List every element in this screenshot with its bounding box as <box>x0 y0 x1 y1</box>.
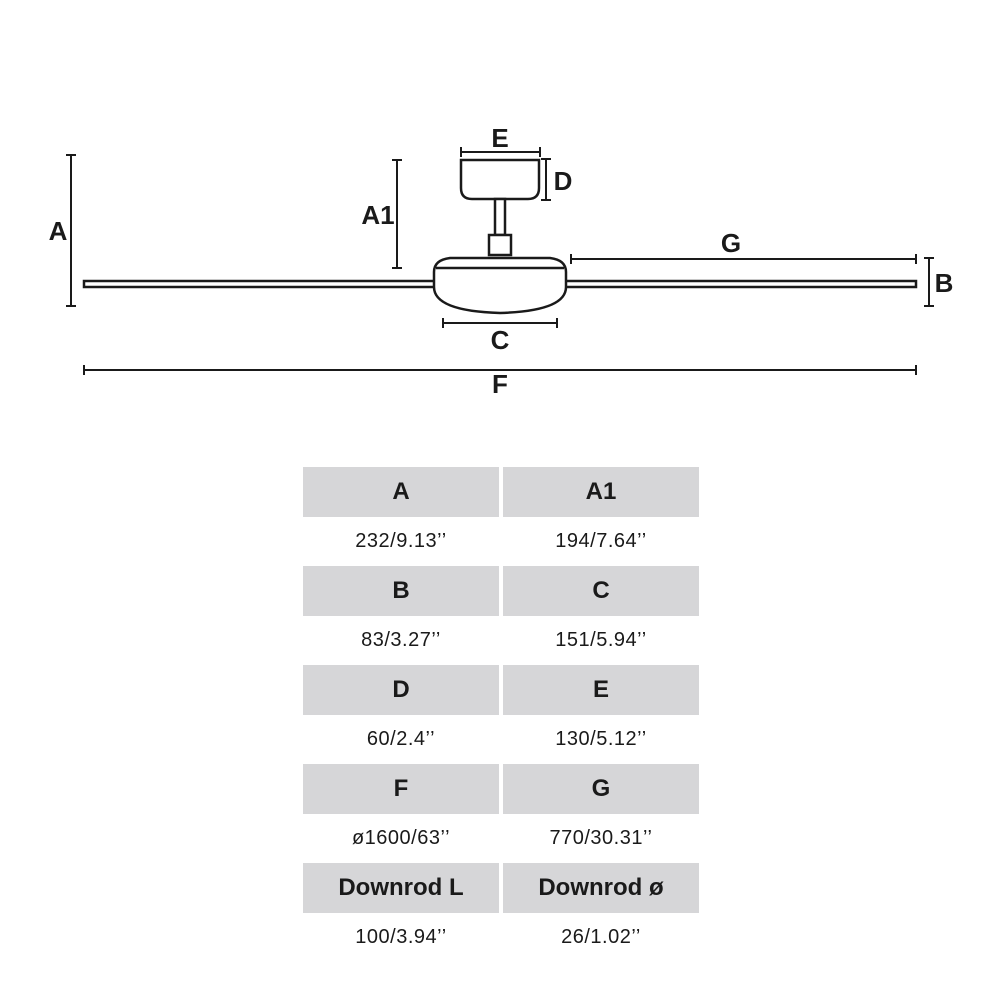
header-cell: D <box>303 665 499 715</box>
header-cell: Downrod ø <box>503 863 699 913</box>
value-row: 83/3.27’’ 151/5.94’’ <box>303 616 699 665</box>
label-a1: A1 <box>361 200 394 230</box>
label-a: A <box>49 216 68 246</box>
downrod <box>493 197 507 237</box>
right-blade <box>562 279 918 289</box>
left-blade <box>82 279 438 289</box>
value-cell: 100/3.94’’ <box>355 926 447 948</box>
dimension-a-line <box>66 154 76 307</box>
dimension-g-line <box>570 254 917 264</box>
downrod-coupler <box>487 233 513 257</box>
ceiling-fan-dimension-diagram: A A1 E D G B C F <box>49 123 954 399</box>
dimension-e-line <box>460 147 541 157</box>
header-row: B C <box>303 566 699 616</box>
header-cell: A1 <box>503 467 699 517</box>
dimension-a1-line <box>392 159 402 269</box>
dimension-f-line <box>83 365 917 375</box>
header-row: F G <box>303 764 699 814</box>
value-cell: 770/30.31’’ <box>549 827 653 849</box>
label-c: C <box>491 325 510 355</box>
header-cell: C <box>503 566 699 616</box>
label-g: G <box>721 228 741 258</box>
value-row: 232/9.13’’ 194/7.64’’ <box>303 517 699 566</box>
header-cell: G <box>503 764 699 814</box>
motor-housing <box>432 256 568 315</box>
label-e: E <box>491 123 508 153</box>
dimension-c-line <box>442 318 558 328</box>
ceiling-canopy <box>459 158 541 201</box>
value-cell: 194/7.64’’ <box>555 530 647 552</box>
header-cell: F <box>303 764 499 814</box>
label-f: F <box>492 369 508 399</box>
value-cell: 151/5.94’’ <box>555 629 647 651</box>
value-row: 60/2.4’’ 130/5.12’’ <box>303 715 699 764</box>
label-d: D <box>554 166 573 196</box>
dimension-d-line <box>541 158 551 201</box>
value-cell: 83/3.27’’ <box>361 629 441 651</box>
header-cell: A <box>303 467 499 517</box>
value-row: 100/3.94’’ 26/1.02’’ <box>303 913 699 962</box>
value-cell: 26/1.02’’ <box>561 926 641 948</box>
header-row: A A1 <box>303 467 699 517</box>
value-cell: 60/2.4’’ <box>366 728 436 750</box>
value-cell: ø1600/63’’ <box>351 827 451 849</box>
dimension-b-line <box>924 257 934 307</box>
header-cell: B <box>303 566 499 616</box>
label-b: B <box>935 268 954 298</box>
header-row: D E <box>303 665 699 715</box>
value-cell: 130/5.12’’ <box>555 728 647 750</box>
value-cell: 232/9.13’’ <box>355 530 447 552</box>
value-row: ø1600/63’’ 770/30.31’’ <box>303 814 699 863</box>
dimension-spec-table: A A1 232/9.13’’ 194/7.64’’ B C 83/3.27’’… <box>303 467 699 962</box>
header-cell: Downrod L <box>303 863 499 913</box>
header-row: Downrod L Downrod ø <box>303 863 699 913</box>
header-cell: E <box>503 665 699 715</box>
